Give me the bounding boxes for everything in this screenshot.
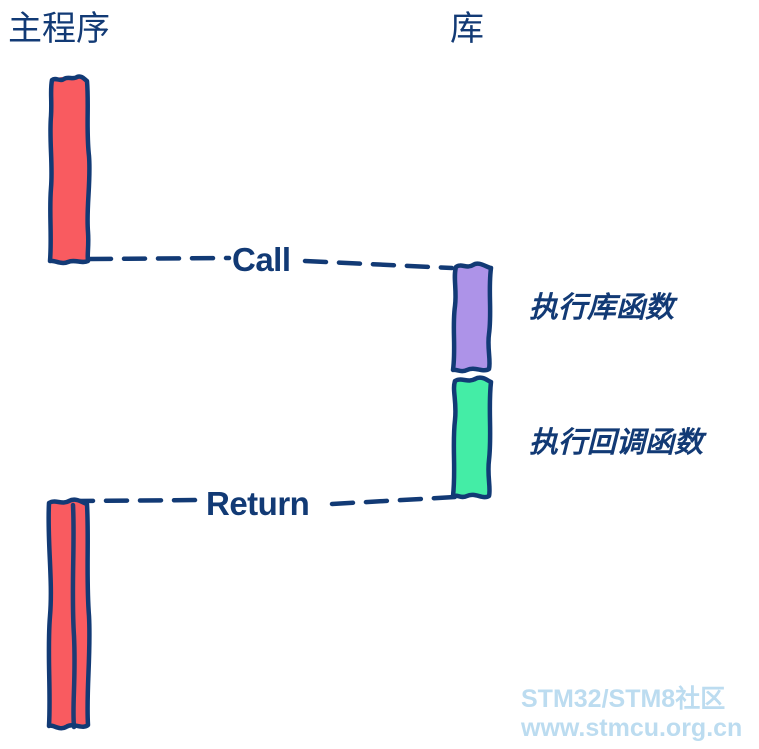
activation-fill-lib-func [454,265,491,371]
activation-bar-main-run-2 [46,497,92,731]
activation-bar-lib-func [450,261,494,374]
activation-outline-lib-func [450,261,494,374]
activation-outline-lib-callback [450,375,494,500]
message-call-line-right [302,258,455,271]
activation-outline-main-run-1 [47,74,92,266]
activation-bar-main-run-1 [47,74,92,266]
activation-fill-main-run-2 [48,500,90,728]
message-call: Call [87,241,455,278]
watermark-line-2: www.stmcu.org.cn [520,714,742,742]
note-execute-callback-function: 执行回调函数 [529,427,707,459]
lane-title-main: 主程序 [8,10,110,48]
message-call-line-left [87,255,232,262]
activation-fill-main-run-1 [50,76,89,263]
lane-title-library: 库 [450,10,484,48]
note-execute-library-function: 执行库函数 [529,292,678,324]
message-return-line-left [69,497,206,504]
message-return: Return [69,485,458,522]
message-call-label: Call [232,241,291,278]
activation-outline-main-run-2-inner [70,502,77,730]
watermark-line-1: STM32/STM8社区 [521,684,725,713]
activation-outline-main-run-2 [46,497,92,731]
message-return-line-right [329,494,458,507]
activation-bar-lib-callback [450,375,494,500]
message-return-label: Return [206,485,309,522]
watermark: STM32/STM8社区 www.stmcu.org.cn [520,684,742,742]
activation-fill-lib-callback [454,379,491,497]
